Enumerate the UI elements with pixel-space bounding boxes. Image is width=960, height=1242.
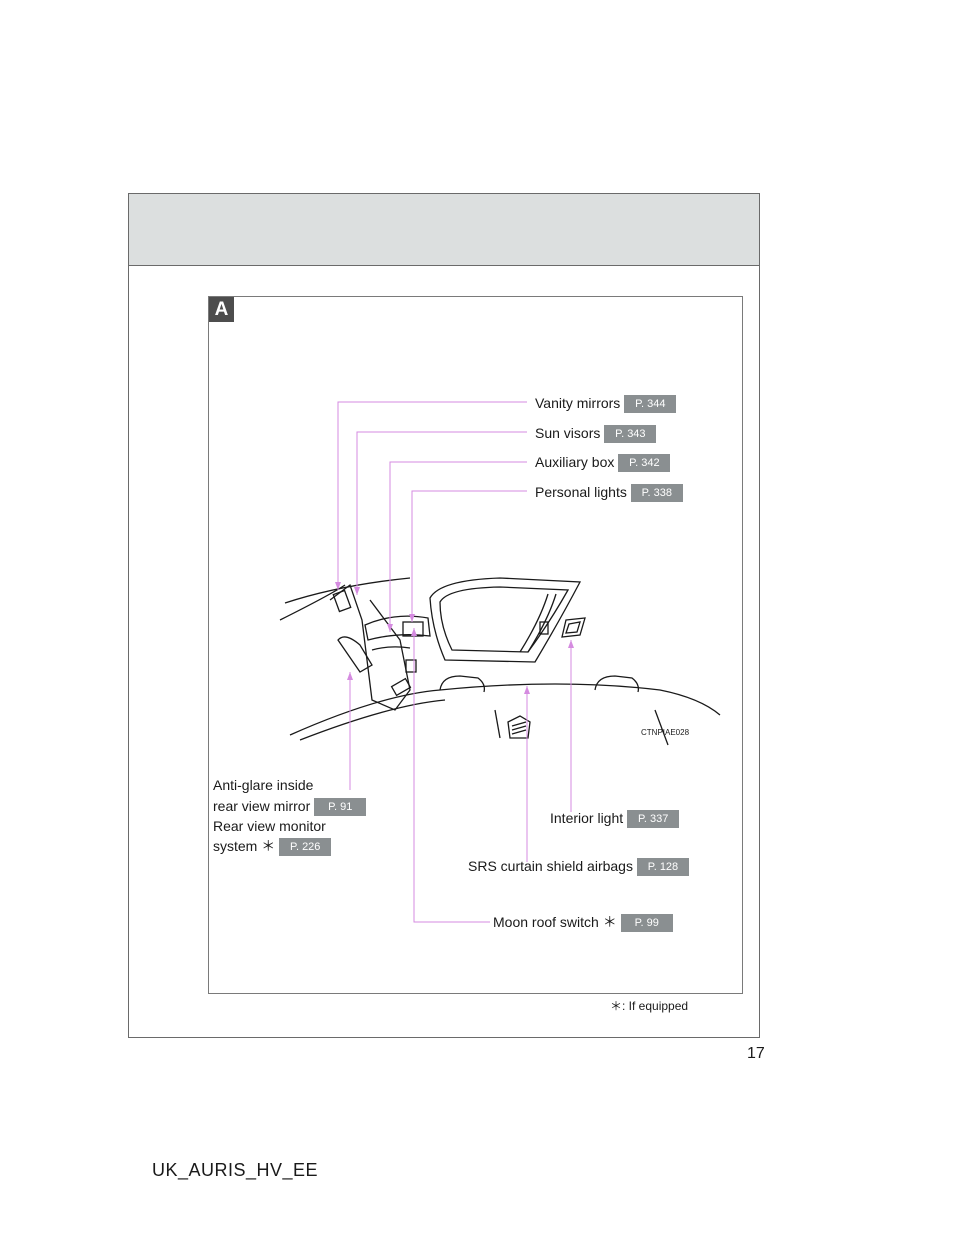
illustration-panel bbox=[208, 296, 743, 994]
page-reference-badge[interactable]: P. 337 bbox=[627, 810, 680, 829]
callout-label: Personal lights bbox=[535, 484, 627, 500]
document-code: UK_AURIS_HV_EE bbox=[152, 1160, 319, 1180]
callout-label: Interior light bbox=[550, 810, 624, 826]
footnote: ＊: If equipped bbox=[610, 999, 689, 1013]
leader-arrowheads bbox=[335, 582, 574, 694]
callout-label: system ＊ bbox=[213, 838, 276, 854]
page-reference-badge[interactable]: P. 226 bbox=[279, 838, 332, 857]
page-reference-badge[interactable]: P. 91 bbox=[314, 798, 367, 817]
page-reference-badge[interactable]: P. 343 bbox=[604, 425, 657, 444]
page-reference-badge[interactable]: P. 128 bbox=[636, 858, 689, 877]
page-reference-badge[interactable]: P. 99 bbox=[620, 914, 673, 933]
page-frame bbox=[128, 193, 760, 1038]
section-header-band bbox=[129, 194, 759, 266]
callout-label: Vanity mirrors bbox=[535, 395, 621, 411]
callout-rear-monitor: system ＊P. 226 bbox=[213, 838, 332, 857]
car-interior-drawing bbox=[279, 577, 721, 746]
page-number: 17 bbox=[747, 1045, 765, 1062]
callout-moon-roof: Moon roof switch ＊P. 99 bbox=[493, 914, 673, 933]
callout-label: rear view mirror bbox=[213, 798, 311, 814]
page-reference-badge[interactable]: P. 344 bbox=[624, 395, 677, 414]
page-reference-badge[interactable]: P. 338 bbox=[630, 484, 683, 503]
callout-anti-glare-line1: Anti-glare inside bbox=[213, 777, 314, 793]
callout-label: Auxiliary box bbox=[535, 454, 615, 470]
callout-rear-monitor-line1: Rear view monitor bbox=[213, 818, 326, 834]
callout-label: Sun visors bbox=[535, 425, 601, 441]
callout-label: Moon roof switch ＊ bbox=[493, 914, 617, 930]
callout-label: SRS curtain shield airbags bbox=[468, 858, 633, 874]
page-reference-badge[interactable]: P. 342 bbox=[618, 454, 671, 473]
figure-code: CTNPIAE028 bbox=[641, 728, 690, 737]
section-badge: A bbox=[209, 297, 234, 322]
leader-lines bbox=[337, 401, 572, 923]
